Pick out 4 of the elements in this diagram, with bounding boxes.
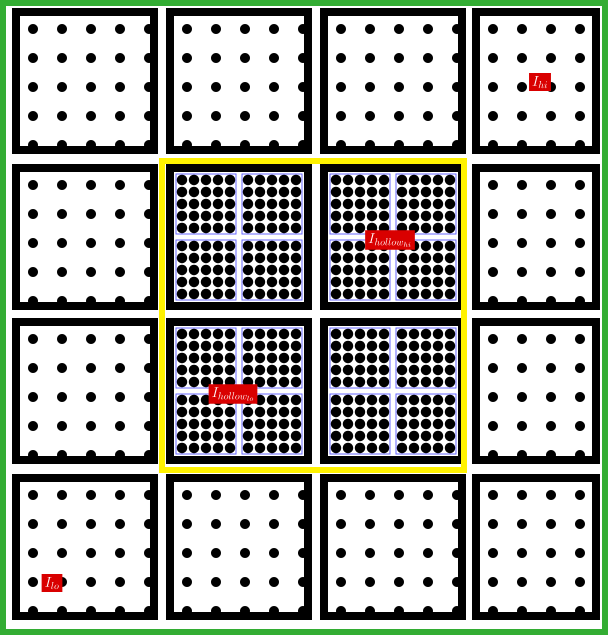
label-box: $I_{hi}$ [529, 73, 551, 91]
label-box: $I_{hollow_{lo}}$ [208, 384, 258, 404]
label-box: $I_{lo}$ [42, 574, 62, 592]
label-box: $I_{hollow_{hi}}$ [365, 230, 415, 250]
